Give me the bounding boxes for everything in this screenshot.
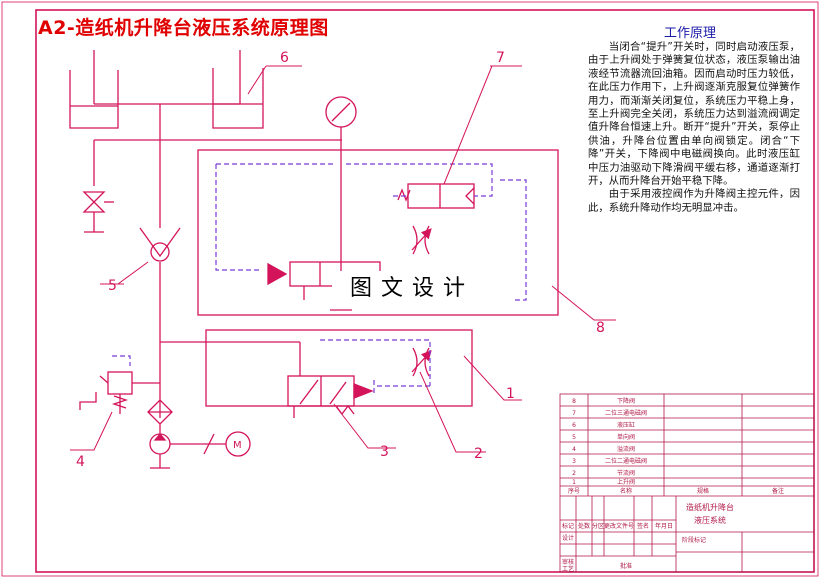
parts-list: 8 下降阀 7 二位三通电磁阀 6 液压缸 5 单向阀 4 溢流阀 3 二位二通…: [562, 397, 784, 573]
part-no: 7: [572, 410, 576, 417]
callout-5: 5: [108, 278, 117, 294]
rev-cell: 签名: [637, 522, 649, 530]
part-name: 上升阀: [617, 478, 635, 486]
part-name: 下降阀: [617, 397, 635, 405]
part-name: 二位三通电磁阀: [605, 409, 647, 417]
callout-1: 1: [506, 386, 515, 402]
review-label: 审核: [562, 558, 574, 566]
drawing-title: A2-造纸机升降台液压系统原理图: [38, 17, 329, 39]
stage-label: 阶段标记: [682, 536, 706, 544]
rev-cell: 年月日: [655, 522, 673, 530]
part-no: 8: [572, 398, 576, 405]
part-no: 5: [572, 434, 576, 441]
cylinder-tank-right: [212, 68, 264, 129]
principle-paragraph-2: 由于采用液控阀作为升降阀主控元件，因此，系统升降动作均无明显冲击。: [588, 188, 800, 214]
drawing-name-line2: 液压系统: [694, 515, 726, 525]
callout-7: 7: [496, 50, 505, 66]
solenoid-valve-7: [407, 183, 475, 209]
part-name: 二位二通电磁阀: [605, 457, 647, 465]
title-block: [559, 393, 815, 573]
callout-2: 2: [474, 446, 483, 462]
callout-4: 4: [76, 454, 85, 470]
part-name: 节流阀: [617, 469, 635, 477]
circuit: [69, 50, 559, 469]
rev-cell: 分区: [592, 522, 604, 530]
part-name: 单向阀: [617, 433, 635, 441]
design-label: 设计: [562, 534, 574, 542]
callout-leaders: [70, 65, 616, 453]
rev-cell: 标记: [562, 522, 574, 530]
drawing-name-line1: 造纸机升降台: [686, 502, 734, 512]
part-no: 1: [572, 479, 576, 486]
drawing-name: 造纸机升降台 液压系统: [686, 502, 734, 525]
approve-label: 批准: [620, 562, 632, 570]
principle-paragraph-1: 当闭合“提升”开关时，同时启动液压泵，由于上升阀处于弹簧复位状态，液压泵输出油液…: [588, 41, 800, 188]
rev-cell: 处数: [578, 522, 590, 530]
part-no: 4: [572, 446, 576, 453]
header-note: 备注: [772, 487, 784, 495]
part-no: 6: [572, 422, 576, 429]
callout-3: 3: [380, 444, 389, 460]
part-name: 溢流阀: [617, 445, 635, 453]
box-lowering-valve: [197, 149, 559, 316]
callout-8: 8: [596, 320, 605, 336]
part-name: 液压缸: [617, 421, 635, 429]
check-valve: [139, 227, 181, 258]
part-no: 2: [572, 470, 576, 477]
rev-cell: 更改文件号: [604, 522, 634, 530]
process-label: 工艺: [562, 565, 574, 573]
header-no: 序号: [568, 487, 580, 495]
pilot-lines: [112, 163, 527, 396]
callout-6: 6: [280, 50, 289, 66]
header-name: 名称: [620, 487, 632, 495]
watermark: 图文设计: [332, 271, 492, 307]
principle-heading: 工作原理: [664, 26, 717, 41]
tank-left: [69, 70, 119, 129]
relief-valve: [107, 371, 133, 395]
principle-text: 当闭合“提升”开关时，同时启动液压泵，由于上升阀处于弹簧复位状态，液压泵输出油液…: [588, 41, 800, 215]
motor: [225, 431, 251, 457]
header-spec: 规格: [697, 487, 709, 495]
manual-valve: [82, 191, 106, 213]
drawing-frame: [35, 9, 815, 573]
motor-label: M: [233, 440, 242, 451]
part-no: 3: [572, 458, 576, 465]
